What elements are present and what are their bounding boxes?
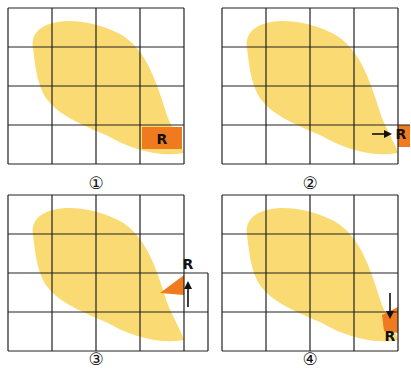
panel-4 xyxy=(222,195,398,351)
panel-number: ③ xyxy=(88,351,103,368)
arrow xyxy=(372,133,390,135)
panel-number: ① xyxy=(88,175,103,192)
yellow-blob xyxy=(247,208,398,341)
point-label: R xyxy=(396,127,407,141)
panel-3 xyxy=(8,195,208,351)
arrow xyxy=(389,293,391,317)
grid xyxy=(222,8,410,164)
grid xyxy=(222,195,398,351)
yellow-blob xyxy=(33,208,184,341)
yellow-blob xyxy=(33,21,184,154)
point-label: R xyxy=(385,329,396,343)
arrow xyxy=(187,283,189,307)
point-label: R xyxy=(157,132,168,146)
panel-1 xyxy=(8,8,184,164)
orange-region xyxy=(160,275,184,295)
panel-number: ② xyxy=(302,175,317,192)
grid xyxy=(8,195,208,351)
panel-2 xyxy=(222,8,410,164)
panel-number: ④ xyxy=(302,351,317,368)
grid xyxy=(8,8,184,164)
yellow-blob xyxy=(247,21,398,154)
orange-region xyxy=(142,127,182,149)
point-label: R xyxy=(183,257,194,271)
